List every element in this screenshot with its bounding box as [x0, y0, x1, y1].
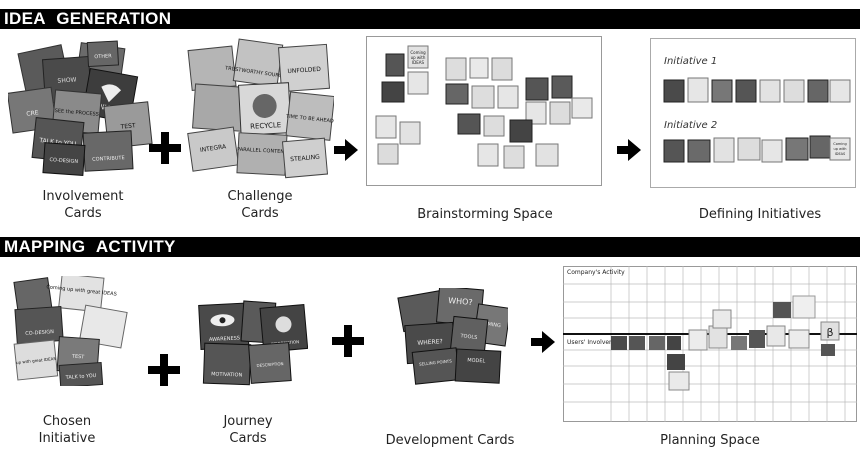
note-text: IDEAS: [412, 60, 425, 65]
journey-cards-image: AWARENESS INFORMATION MOTIVATION DESCRIP…: [198, 300, 308, 386]
plus-operator-icon: [332, 325, 364, 357]
card-word: UNFOLDED: [287, 66, 321, 75]
card-word: CO-DESIGN: [25, 329, 54, 337]
card-word: STEALING: [290, 154, 320, 164]
card-word: TEST: [71, 354, 86, 361]
planning-space-label: Planning Space: [660, 433, 760, 448]
card-word: WHO?: [448, 296, 473, 307]
defining-initiatives-image: Initiative 1 Initiative 2 Coming up with…: [650, 38, 856, 188]
card-word: TEST: [119, 122, 136, 131]
card-word: DESCRIPTION: [256, 361, 283, 368]
card-word: TIME TO BE AHEAD: [285, 114, 334, 125]
card-word: TALK to YOU: [65, 373, 97, 381]
development-cards-label: Development Cards: [385, 433, 515, 448]
note-text: Coming: [833, 142, 846, 146]
right-arrow-icon: [334, 139, 358, 161]
card-word: OTHER: [94, 53, 112, 60]
brainstorming-space-label: Brainstorming Space: [417, 207, 553, 222]
row-label-company: Company's Activity: [567, 269, 625, 276]
card-word: WHERE?: [417, 338, 443, 347]
right-arrow-icon: [617, 139, 641, 161]
label-line: Challenge: [227, 189, 293, 204]
card-word: SELLING POINTS: [419, 358, 453, 366]
initiative-1-title: Initiative 1: [664, 56, 717, 67]
involvement-cards-label: Involvement Cards: [18, 188, 148, 222]
note-text: Coming: [410, 50, 426, 55]
card-word: up with great IDEAS: [16, 356, 57, 365]
label-line: Chosen: [42, 414, 92, 429]
card-word: TOOLS: [459, 333, 477, 341]
label-line: Cards: [241, 206, 279, 221]
card-word: TIMING: [482, 321, 502, 330]
card-word: INTEGRA: [200, 143, 228, 154]
chosen-initiative-image: Coming up with great IDEAS CO-DESIGN up …: [13, 276, 128, 386]
card-word: CONTRIBUTE: [92, 155, 125, 163]
section-banner-idea-generation: IDEA GENERATION: [0, 9, 860, 29]
card-word: MOTIVATION: [211, 371, 243, 378]
initiative-2-title: Initiative 2: [664, 120, 717, 131]
beta-symbol: β: [826, 326, 833, 339]
card-word: PARALLEL CONTENT: [237, 147, 288, 156]
chosen-initiative-label: Chosen Initiative: [12, 413, 122, 447]
label-line: Cards: [64, 206, 102, 221]
row-label-users: Users' Involvement: [567, 339, 625, 346]
plus-operator-icon: [148, 354, 180, 386]
note-text: up with: [411, 55, 426, 60]
journey-cards-label: Journey Cards: [188, 413, 308, 447]
challenge-cards-label: Challenge Cards: [195, 188, 325, 222]
development-cards-image: WHO? TIMING WHERE? TOOLS SELLING POINTS …: [397, 288, 508, 385]
defining-initiatives-label: Defining Initiatives: [698, 207, 822, 222]
brainstorming-space-image: Coming up with IDEAS: [366, 36, 602, 186]
card-word: SHOW: [57, 76, 76, 84]
label-line: Journey: [223, 414, 273, 429]
card-word: CRE: [26, 109, 39, 118]
planning-space-image: Company's Activity Users' Involvement β: [563, 266, 857, 422]
card-word: CO-DESIGN: [49, 157, 78, 165]
card-word: TALK to YOU: [38, 137, 76, 148]
card-word: SEE the PROCESS: [54, 108, 99, 118]
section-title: IDEA GENERATION: [4, 9, 172, 28]
note-text: up with: [834, 147, 847, 151]
section-banner-mapping-activity: MAPPING ACTIVITY: [0, 237, 860, 257]
card-word: MODEL: [467, 358, 486, 365]
label-line: Initiative: [38, 431, 96, 446]
plus-operator-icon: [149, 132, 181, 164]
note-text: IDEAS: [835, 152, 846, 156]
involvement-cards-image: SHOW UNIQUE CRE SEE the PROCESS TEST TAL…: [8, 40, 153, 176]
section-title: MAPPING ACTIVITY: [4, 237, 176, 256]
challenge-cards-image: TRUSTWORTHY SOURCES UNFOLDED RECYCLE TIM…: [187, 38, 334, 179]
card-word: AWARENESS: [209, 335, 240, 343]
label-line: Involvement: [42, 189, 124, 204]
card-word: RECYCLE: [250, 121, 282, 131]
label-line: Cards: [229, 431, 267, 446]
right-arrow-icon: [531, 331, 555, 353]
